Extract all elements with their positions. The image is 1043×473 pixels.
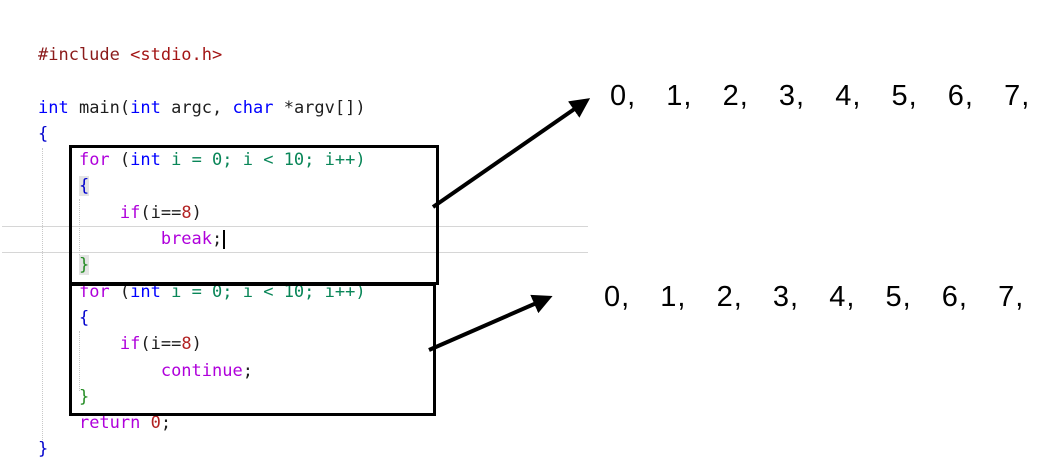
code-token: (i== <box>140 202 182 223</box>
code-line: break; <box>38 226 366 252</box>
code-line: for (int i = 0; i < 10; i++) <box>38 279 366 305</box>
code-token: 8 <box>181 334 192 355</box>
code-token: 0 <box>150 413 161 434</box>
code-line: continue; <box>38 358 366 384</box>
code-token: argc, <box>160 97 233 118</box>
code-line: { <box>38 121 366 147</box>
code-line: { <box>38 305 366 331</box>
arrow-to-break-output <box>431 98 591 209</box>
code-token: #include <box>38 45 131 65</box>
code-token: *argv[]) <box>273 97 366 118</box>
code-token: ; <box>212 229 223 250</box>
code-line: } <box>38 384 366 410</box>
code-line: } <box>38 252 366 278</box>
code-area[interactable]: #include <stdio.h> int main(int argc, ch… <box>38 42 366 463</box>
continue-output-text: 0, 1, 2, 3, 4, 5, 6, 7, 9 <box>604 281 1043 313</box>
indent-guide <box>79 199 80 259</box>
code-token: int <box>130 150 161 171</box>
code-token: i = 0; i < 10; i++) <box>160 281 366 302</box>
code-line: { <box>38 173 366 199</box>
code-token <box>140 413 150 433</box>
code-token: for <box>78 150 110 171</box>
code-token: int <box>38 97 69 118</box>
code-token: ; <box>160 413 172 434</box>
code-line <box>38 68 366 94</box>
code-token: if <box>119 202 141 223</box>
code-token: ) <box>191 334 202 355</box>
code-token: return <box>78 413 141 434</box>
code-line: } <box>38 436 366 462</box>
code-line: if(i==8) <box>38 200 366 226</box>
code-line: #include <stdio.h> <box>38 42 366 68</box>
text-cursor <box>223 230 226 250</box>
code-token: int <box>130 281 161 302</box>
code-token: } <box>78 386 90 407</box>
break-output-text: 0, 1, 2, 3, 4, 5, 6, 7, 8 <box>610 80 1043 112</box>
code-token: for <box>78 281 110 302</box>
indent-guide <box>79 331 80 391</box>
code-line: int main(int argc, char *argv[]) <box>38 95 366 121</box>
code-token: int <box>130 97 161 118</box>
break-loop-highlight-box <box>69 145 439 285</box>
code-line: if(i==8) <box>38 331 366 357</box>
arrow-to-continue-output <box>428 294 553 352</box>
code-token: ; <box>242 360 253 381</box>
indent-guide <box>42 148 43 444</box>
code-token: { <box>78 176 90 197</box>
code-token <box>38 413 79 433</box>
code-token: char <box>232 97 274 118</box>
code-token: ( <box>109 281 131 302</box>
continue-loop-highlight-box <box>69 283 436 416</box>
code-token: { <box>38 123 49 144</box>
code-token: main( <box>68 97 131 118</box>
code-token: break <box>160 229 213 250</box>
code-line: for (int i = 0; i < 10; i++) <box>38 147 366 173</box>
code-token: } <box>78 255 90 276</box>
code-token: ) <box>191 202 202 223</box>
code-token: (i== <box>140 334 182 355</box>
code-token: continue <box>160 360 243 381</box>
code-token: { <box>78 307 90 328</box>
code-token: i = 0; i < 10; i++) <box>160 150 366 171</box>
code-token: 8 <box>181 202 192 223</box>
code-token: ( <box>109 150 131 171</box>
current-line-highlight <box>2 226 588 253</box>
code-token: <stdio.h> <box>130 45 223 65</box>
code-token: if <box>119 334 141 355</box>
code-line: return 0; <box>38 410 366 436</box>
code-token: } <box>38 439 49 460</box>
